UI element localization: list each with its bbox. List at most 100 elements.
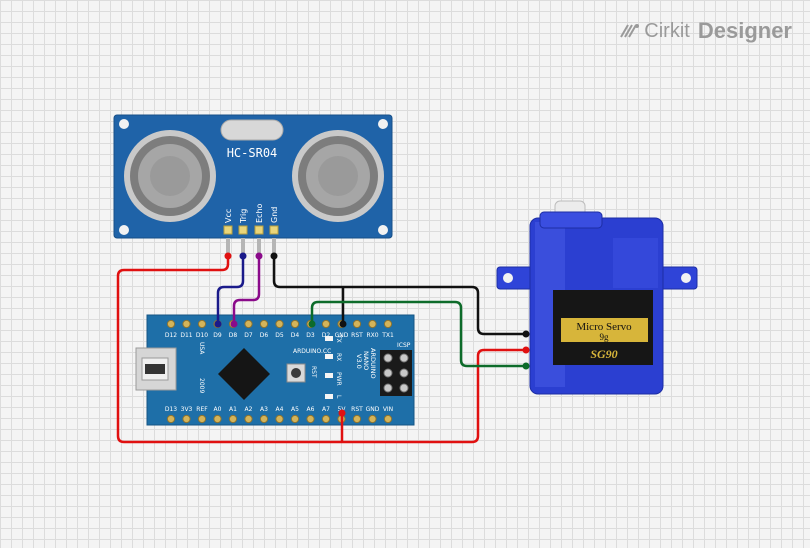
- led-label-l: L: [335, 395, 342, 399]
- mount-hole-icon: [119, 225, 129, 235]
- mount-hole-icon: [378, 225, 388, 235]
- bottom-pin-label: A7: [322, 406, 330, 413]
- top-pin-label: TX1: [381, 332, 394, 339]
- year-label: 2009: [198, 378, 205, 393]
- cirkit-designer-brand: Cirkit Designer: [618, 18, 792, 44]
- bottom-pin-rst[interactable]: [352, 414, 362, 424]
- wires: [116, 256, 526, 444]
- sensor-header-pin: [226, 238, 230, 256]
- board-name-line2: NANO: [362, 351, 370, 370]
- ultrasonic-receiver: [292, 130, 384, 222]
- bottom-pin-a1[interactable]: [228, 414, 238, 424]
- servo-model-label: SG90: [590, 347, 617, 361]
- mount-hole-icon: [119, 119, 129, 129]
- top-pin-label: D2: [322, 332, 331, 339]
- mount-hole-icon: [503, 273, 513, 283]
- connection-dot: [239, 252, 247, 260]
- icsp-label: ICSP: [397, 342, 411, 349]
- top-pin-d4[interactable]: [290, 319, 300, 329]
- bottom-pin-3v3[interactable]: [182, 414, 191, 424]
- top-pin-label: RX0: [366, 332, 378, 339]
- usa-label: USA: [198, 342, 205, 355]
- top-pin-label: D12: [165, 332, 177, 339]
- bottom-pin-a7[interactable]: [321, 414, 331, 424]
- top-pin-tx1[interactable]: [383, 319, 393, 329]
- cirkit-logo-icon: [620, 24, 640, 38]
- bottom-pin-a6[interactable]: [306, 414, 315, 424]
- bottom-pin-label: A4: [276, 406, 284, 413]
- sensor-pad-gnd: [269, 225, 279, 235]
- sensor-header-pin: [272, 238, 276, 256]
- wire-trig-to-d9[interactable]: [216, 256, 245, 324]
- connection-dot: [339, 320, 347, 328]
- icsp-pin[interactable]: [383, 383, 393, 393]
- wire-gnd-to-servo[interactable]: [272, 256, 526, 336]
- top-pin-label: D7: [244, 332, 253, 339]
- bottom-pin-vin[interactable]: [383, 414, 393, 424]
- bottom-pin-a2[interactable]: [244, 414, 253, 424]
- bottom-pin-label: REF: [196, 406, 208, 413]
- icsp-pin[interactable]: [399, 353, 409, 363]
- sensor-pin-label-trig: Trig: [239, 209, 248, 224]
- hc-sr04-sensor[interactable]: HC-SR04 Vcc Trig Echo Gnd: [113, 114, 393, 256]
- connection-points: [214, 252, 530, 417]
- led-tx: [325, 336, 333, 341]
- top-pin-rst[interactable]: [352, 319, 362, 329]
- bottom-pin-label: A3: [260, 406, 268, 413]
- top-pin-d2[interactable]: [321, 319, 331, 329]
- crystal-oscillator: [220, 119, 284, 141]
- top-pin-label: D4: [291, 332, 300, 339]
- wire-sensor-vcc-to-5v[interactable]: [116, 256, 526, 444]
- wire-echo-to-d8[interactable]: [232, 256, 261, 324]
- mount-hole-icon: [378, 119, 388, 129]
- mount-hole-icon: [681, 273, 691, 283]
- top-pin-label: D11: [180, 332, 192, 339]
- top-pin-rx0[interactable]: [368, 319, 377, 329]
- top-pin-d11[interactable]: [182, 319, 191, 329]
- bottom-pin-label: RST: [351, 406, 363, 413]
- icsp-pin[interactable]: [383, 353, 393, 363]
- top-pin-label: D8: [229, 332, 238, 339]
- sensor-header-pin: [257, 238, 261, 256]
- connection-dot: [522, 362, 530, 370]
- connection-dot: [522, 330, 530, 338]
- brand-name-part1: Cirkit: [644, 19, 690, 42]
- bottom-pin-label: D13: [165, 406, 177, 413]
- led-label-rx: RX: [335, 353, 342, 361]
- icsp-header: [380, 350, 412, 396]
- bottom-pin-a4[interactable]: [275, 414, 284, 424]
- top-pin-label: D5: [275, 332, 284, 339]
- connection-dot: [230, 320, 238, 328]
- bottom-pin-ref[interactable]: [197, 414, 207, 424]
- top-pin-label: GND: [335, 332, 349, 339]
- icsp-pin[interactable]: [399, 368, 409, 378]
- brand-name-part2: Designer: [697, 18, 792, 43]
- rst-button-label: RST: [310, 366, 317, 378]
- status-leds: TX RX PWR L: [325, 334, 342, 399]
- bottom-pin-label: VIN: [383, 406, 393, 413]
- wire-d3-to-servo-signal[interactable]: [310, 300, 526, 368]
- bottom-pin-a3[interactable]: [259, 414, 269, 424]
- icsp-pin[interactable]: [383, 368, 393, 378]
- top-pin-d5[interactable]: [275, 319, 284, 329]
- top-pin-d12[interactable]: [166, 319, 176, 329]
- bottom-pin-d13[interactable]: [166, 414, 176, 424]
- led-pwr: [325, 373, 333, 378]
- bottom-pin-a0[interactable]: [213, 414, 222, 424]
- top-pin-d6[interactable]: [259, 319, 269, 329]
- servo-label-weight: 9g: [600, 332, 610, 342]
- top-pin-d10[interactable]: [197, 319, 207, 329]
- bottom-pin-gnd[interactable]: [368, 414, 377, 424]
- top-pin-d7[interactable]: [244, 319, 253, 329]
- sg90-micro-servo[interactable]: Micro Servo 9g SG90: [496, 200, 698, 395]
- icsp-pin[interactable]: [399, 383, 409, 393]
- connection-dot: [224, 252, 232, 260]
- bottom-pin-label: A5: [291, 406, 299, 413]
- bottom-pin-a5[interactable]: [290, 414, 300, 424]
- connection-dot: [255, 252, 263, 260]
- led-label-pwr: PWR: [335, 372, 342, 386]
- board-name-line3: V3.0: [355, 354, 363, 369]
